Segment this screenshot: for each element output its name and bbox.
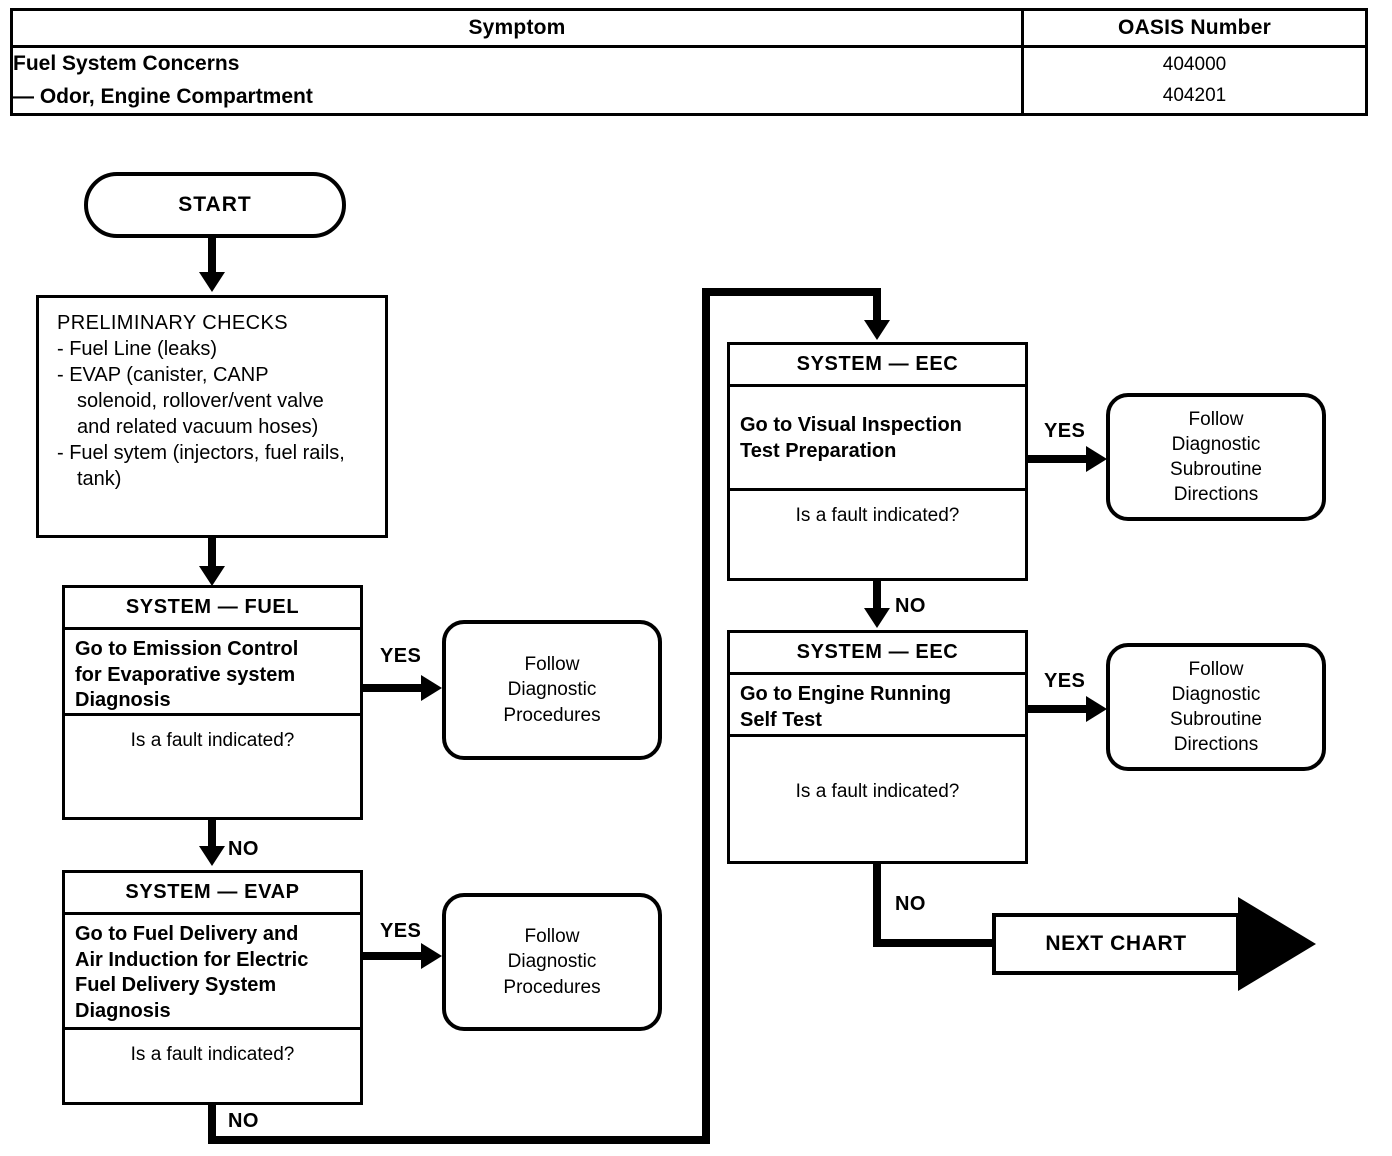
follow-diagnostic-procedures-fuel: Follow Diagnostic Procedures bbox=[442, 620, 662, 760]
follow-subroutine-directions-visual: Follow Diagnostic Subroutine Directions bbox=[1106, 393, 1326, 521]
cell-symptom: Fuel System Concerns — Odor, Engine Comp… bbox=[10, 44, 1024, 117]
fsd-visual-line-3: Subroutine bbox=[1170, 459, 1262, 480]
oasis-number-1: 404000 bbox=[1162, 54, 1227, 76]
label-eec-running-no: NO bbox=[895, 893, 926, 915]
system-fuel-action-line-3: Diagnosis bbox=[75, 689, 171, 712]
connector-evap-no-across bbox=[208, 1136, 710, 1144]
arrowhead-system-fuel-yes bbox=[421, 675, 442, 701]
fdp-evap-line-2: Diagnostic bbox=[507, 951, 597, 973]
connector-eec-visual-no bbox=[873, 581, 881, 616]
table-header-row: Symptom OASIS Number bbox=[10, 8, 1368, 48]
system-eec-visual-action-line-2: Test Preparation bbox=[740, 439, 897, 462]
arrowhead-eec-visual-yes bbox=[1086, 446, 1107, 472]
follow-subroutine-directions-running: Follow Diagnostic Subroutine Directions bbox=[1106, 643, 1326, 771]
preliminary-item-2-cont-2: and related vacuum hoses) bbox=[77, 416, 319, 438]
system-evap-action-line-1: Go to Fuel Delivery and bbox=[75, 923, 299, 945]
fsd-running-line-4: Directions bbox=[1173, 734, 1259, 756]
label-system-fuel-yes: YES bbox=[380, 645, 422, 667]
system-fuel-box: SYSTEM — FUEL Go to Emission Control for… bbox=[62, 585, 363, 820]
connector-system-evap-yes bbox=[363, 952, 429, 960]
arrowhead-evap-no-into-eec bbox=[864, 320, 890, 340]
system-fuel-question: Is a fault indicated? bbox=[130, 730, 295, 751]
system-eec-visual-action: Go to Visual Inspection Test Preparation bbox=[730, 387, 1025, 491]
system-eec-running-title: SYSTEM — EEC bbox=[730, 633, 1025, 675]
fsd-running-line-2: Diagnostic bbox=[1171, 683, 1261, 705]
arrowhead-system-evap-yes bbox=[421, 943, 442, 969]
system-eec-visual-question: Is a fault indicated? bbox=[795, 505, 960, 526]
fsd-visual-line-1: Follow bbox=[1188, 408, 1244, 430]
connector-system-fuel-yes bbox=[363, 684, 429, 692]
symptom-line-2: — Odor, Engine Compartment bbox=[13, 84, 313, 108]
system-eec-visual-title: SYSTEM — EEC bbox=[730, 345, 1025, 387]
system-fuel-action-line-2: for Evaporative system bbox=[75, 663, 296, 686]
connector-evap-no-riser bbox=[702, 288, 710, 1144]
arrowhead-eec-running-yes bbox=[1086, 696, 1107, 722]
connector-eec-visual-yes bbox=[1028, 455, 1094, 463]
fdp-fuel-line-1: Follow bbox=[524, 654, 580, 676]
connector-preliminary-to-system-fuel bbox=[208, 538, 216, 570]
system-evap-action-line-3: Fuel Delivery System bbox=[75, 974, 277, 997]
system-eec-running-action-line-2: Self Test bbox=[740, 708, 822, 731]
preliminary-item-2-cont-1: solenoid, rollover/vent valve bbox=[77, 390, 324, 412]
label-system-evap-yes: YES bbox=[380, 920, 422, 942]
preliminary-checks-box: PRELIMINARY CHECKS - Fuel Line (leaks) -… bbox=[36, 295, 388, 538]
system-evap-question: Is a fault indicated? bbox=[130, 1044, 295, 1065]
preliminary-item-3: - Fuel sytem (injectors, fuel rails, bbox=[57, 442, 345, 464]
connector-eec-running-no-across bbox=[873, 939, 998, 947]
connector-eec-running-yes bbox=[1028, 705, 1094, 713]
fdp-fuel-line-2: Diagnostic bbox=[507, 679, 597, 701]
follow-diagnostic-procedures-evap: Follow Diagnostic Procedures bbox=[442, 893, 662, 1031]
symptom-oasis-table: Symptom OASIS Number Fuel System Concern… bbox=[10, 8, 1368, 117]
table-row: Fuel System Concerns — Odor, Engine Comp… bbox=[10, 44, 1368, 117]
fsd-running-line-1: Follow bbox=[1188, 658, 1244, 680]
arrowhead-system-fuel-no bbox=[199, 846, 225, 866]
cell-oasis-number: 404000 404201 bbox=[1021, 44, 1368, 117]
system-eec-running-question: Is a fault indicated? bbox=[795, 781, 960, 802]
system-fuel-action: Go to Emission Control for Evaporative s… bbox=[65, 630, 360, 716]
arrowhead-eec-visual-no bbox=[864, 608, 890, 628]
label-eec-running-yes: YES bbox=[1044, 670, 1086, 692]
system-eec-running-action-line-1: Go to Engine Running bbox=[740, 683, 952, 705]
arrowhead-start-to-preliminary bbox=[199, 272, 225, 292]
connector-start-to-preliminary bbox=[208, 238, 216, 276]
connector-evap-no-drop bbox=[873, 288, 881, 324]
system-eec-visual-box: SYSTEM — EEC Go to Visual Inspection Tes… bbox=[727, 342, 1028, 581]
connector-system-fuel-no bbox=[208, 820, 216, 853]
system-eec-running-action: Go to Engine Running Self Test bbox=[730, 675, 1025, 737]
start-node: START bbox=[84, 172, 346, 238]
connector-eec-running-no-down bbox=[873, 864, 881, 947]
arrowhead-preliminary-to-system-fuel bbox=[199, 566, 225, 586]
oasis-number-2: 404201 bbox=[1162, 84, 1227, 106]
system-eec-running-box: SYSTEM — EEC Go to Engine Running Self T… bbox=[727, 630, 1028, 864]
system-evap-action-line-2: Air Induction for Electric bbox=[75, 948, 309, 971]
connector-evap-no-down bbox=[208, 1105, 216, 1144]
symptom-line-1: Fuel System Concerns bbox=[13, 52, 240, 75]
label-system-evap-no: NO bbox=[228, 1110, 259, 1132]
fdp-evap-line-3: Procedures bbox=[503, 976, 601, 998]
label-eec-visual-no: NO bbox=[895, 595, 926, 617]
column-header-symptom: Symptom bbox=[10, 8, 1024, 48]
preliminary-item-2: - EVAP (canister, CANP bbox=[57, 364, 269, 386]
next-chart-arrow-icon bbox=[1238, 897, 1316, 991]
connector-evap-no-top bbox=[702, 288, 881, 296]
system-evap-action: Go to Fuel Delivery and Air Induction fo… bbox=[65, 915, 360, 1030]
fdp-evap-line-1: Follow bbox=[524, 926, 580, 948]
preliminary-item-1: - Fuel Line (leaks) bbox=[57, 338, 218, 360]
system-eec-visual-action-line-1: Go to Visual Inspection bbox=[740, 414, 962, 436]
system-fuel-action-line-1: Go to Emission Control bbox=[75, 638, 299, 660]
next-chart-banner[interactable]: NEXT CHART bbox=[992, 913, 1240, 975]
fsd-running-line-3: Subroutine bbox=[1170, 709, 1262, 730]
preliminary-item-3-cont-1: tank) bbox=[77, 468, 122, 490]
fsd-visual-line-2: Diagnostic bbox=[1171, 433, 1261, 455]
system-evap-title: SYSTEM — EVAP bbox=[65, 873, 360, 915]
system-fuel-title: SYSTEM — FUEL bbox=[65, 588, 360, 630]
fdp-fuel-line-3: Procedures bbox=[503, 704, 601, 726]
label-eec-visual-yes: YES bbox=[1044, 420, 1086, 442]
column-header-oasis-number: OASIS Number bbox=[1021, 8, 1368, 48]
system-evap-action-line-4: Diagnosis bbox=[75, 999, 171, 1022]
fsd-visual-line-4: Directions bbox=[1173, 484, 1259, 506]
system-evap-box: SYSTEM — EVAP Go to Fuel Delivery and Ai… bbox=[62, 870, 363, 1105]
label-system-fuel-no: NO bbox=[228, 838, 259, 860]
preliminary-checks-title: PRELIMINARY CHECKS bbox=[57, 312, 288, 334]
